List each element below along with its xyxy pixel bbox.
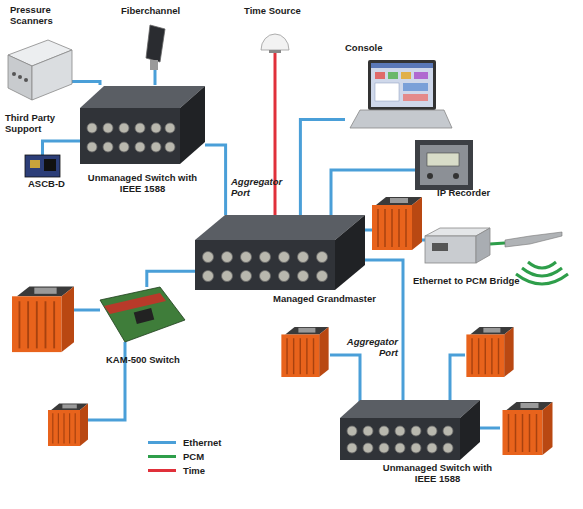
ethernet-connector xyxy=(72,81,100,85)
ethernet-connector xyxy=(300,120,345,216)
ascb-board xyxy=(25,155,60,177)
ip-recorder xyxy=(415,140,473,190)
device-label: Pressure Scanners xyxy=(10,4,65,26)
legend-text: Ethernet xyxy=(183,437,222,448)
device-label: Console xyxy=(345,42,382,53)
pressure-scanner-device xyxy=(8,40,72,100)
dau-chassis xyxy=(12,286,74,352)
dau-chassis xyxy=(466,327,513,377)
grandmaster-switch xyxy=(195,215,365,290)
device-node: Fiberchannel xyxy=(143,25,167,70)
ethernet-connector xyxy=(154,70,157,85)
ethernet-connector xyxy=(147,271,195,287)
network-switch xyxy=(80,86,205,164)
kam-switch-card xyxy=(100,287,185,342)
time-connector xyxy=(274,52,277,215)
device-node: Unmanaged Switch with IEEE 1588 xyxy=(340,400,480,460)
legend-swatch xyxy=(148,455,176,458)
pcm-bridge-device xyxy=(425,228,490,263)
legend-text: PCM xyxy=(183,451,204,462)
device-label: IP Recorder xyxy=(437,187,490,198)
device-label: Managed Grandmaster xyxy=(273,293,376,304)
device-node: IP Recorder xyxy=(415,140,473,190)
device-label: KAM-500 Switch xyxy=(106,354,180,365)
device-label: Ethernet to PCM Bridge xyxy=(413,275,520,286)
ethernet-wire xyxy=(72,230,500,428)
gps-antenna xyxy=(261,34,289,53)
legend-text: Time xyxy=(183,465,205,476)
device-label: Third Party Support xyxy=(5,112,67,134)
device-node: Managed Grandmaster xyxy=(195,215,365,290)
ethernet-connector xyxy=(365,260,403,400)
blade-antenna xyxy=(505,232,562,247)
edge-label: Aggregator Port xyxy=(231,176,293,198)
device-label: Time Source xyxy=(244,5,301,16)
device-node: KAM-500 Switch xyxy=(100,287,185,342)
device-label: Fiberchannel xyxy=(121,5,180,16)
device-node: Ethernet to PCM Bridge xyxy=(425,228,490,263)
device-label: ASCB-D xyxy=(28,178,65,189)
device-label: Unmanaged Switch with IEEE 1588 xyxy=(80,172,205,194)
ethernet-connector xyxy=(205,145,226,215)
dau-chassis xyxy=(281,327,328,377)
device-node: Console xyxy=(345,60,450,130)
dau-chassis xyxy=(48,404,88,446)
device-node: Pressure Scanners xyxy=(8,38,72,100)
edge-label: Aggregator Port xyxy=(340,336,398,358)
fiberchannel-module xyxy=(146,25,165,70)
device-label: Unmanaged Switch with IEEE 1588 xyxy=(375,462,500,484)
laptop-console xyxy=(350,60,452,128)
device-node: Time Source xyxy=(260,32,290,52)
legend-swatch xyxy=(148,441,176,444)
ethernet-connector xyxy=(43,141,81,155)
network-switch xyxy=(340,400,480,460)
dau-chassis xyxy=(372,197,422,250)
device-node: ASCB-D xyxy=(25,155,60,177)
device-node: Unmanaged Switch with IEEE 1588 xyxy=(80,85,205,165)
legend-swatch xyxy=(148,469,176,472)
dau-chassis xyxy=(503,402,553,455)
